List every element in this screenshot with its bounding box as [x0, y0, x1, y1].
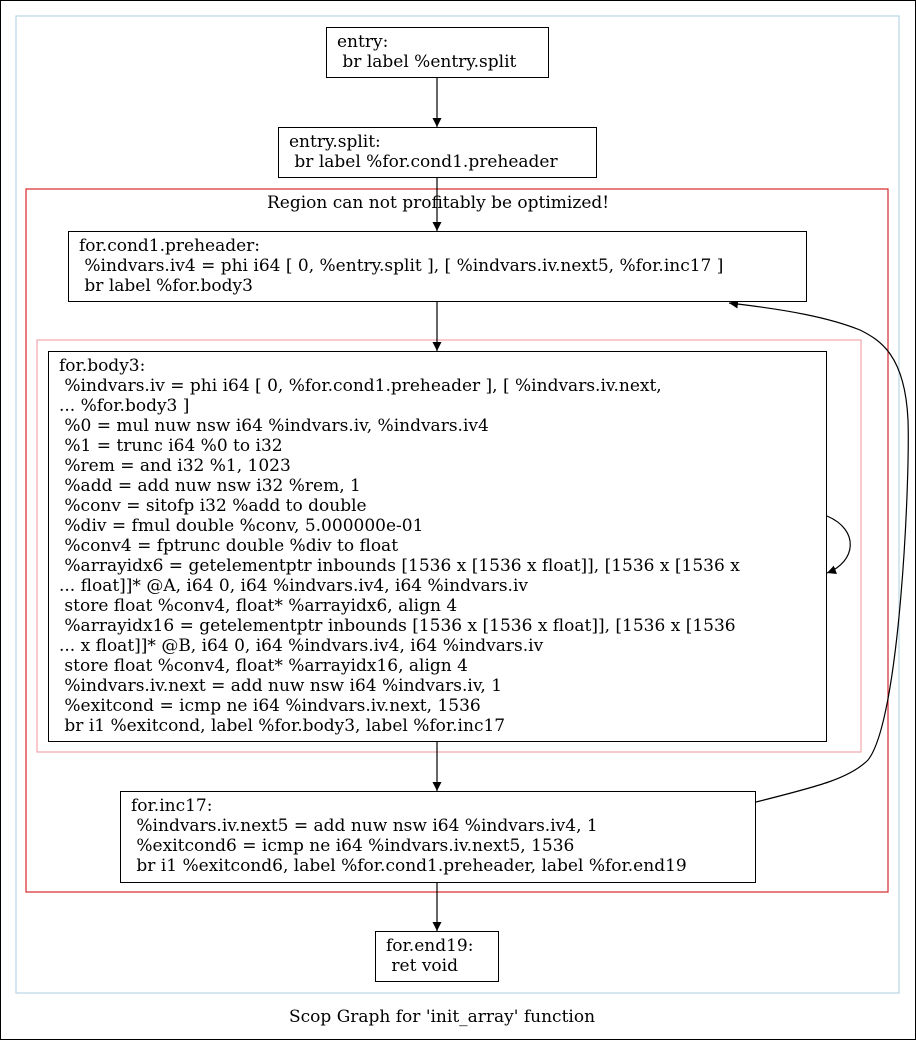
node-entry[interactable]: entry: br label %entry.split: [326, 27, 549, 78]
edge-inc17-to-preheader: [728, 299, 909, 803]
region-label: Region can not profitably be optimized!: [267, 193, 610, 213]
region-cluster: [25, 188, 889, 893]
node-for-inc17[interactable]: for.inc17: %indvars.iv.next5 = add nuw n…: [120, 791, 756, 883]
graph-caption: Scop Graph for 'init_array' function: [289, 1007, 596, 1027]
function-cluster: [15, 15, 900, 994]
node-for-end19[interactable]: for.end19: ret void: [375, 931, 499, 982]
node-for-body3[interactable]: for.body3: %indvars.iv = phi i64 [ 0, %f…: [48, 351, 827, 742]
node-for-cond1-preheader[interactable]: for.cond1.preheader: %indvars.iv4 = phi …: [68, 231, 807, 302]
loop-cluster: [36, 339, 862, 753]
edge-body3-self-loop: [826, 515, 851, 575]
node-entry-split[interactable]: entry.split: br label %for.cond1.prehead…: [278, 127, 597, 178]
